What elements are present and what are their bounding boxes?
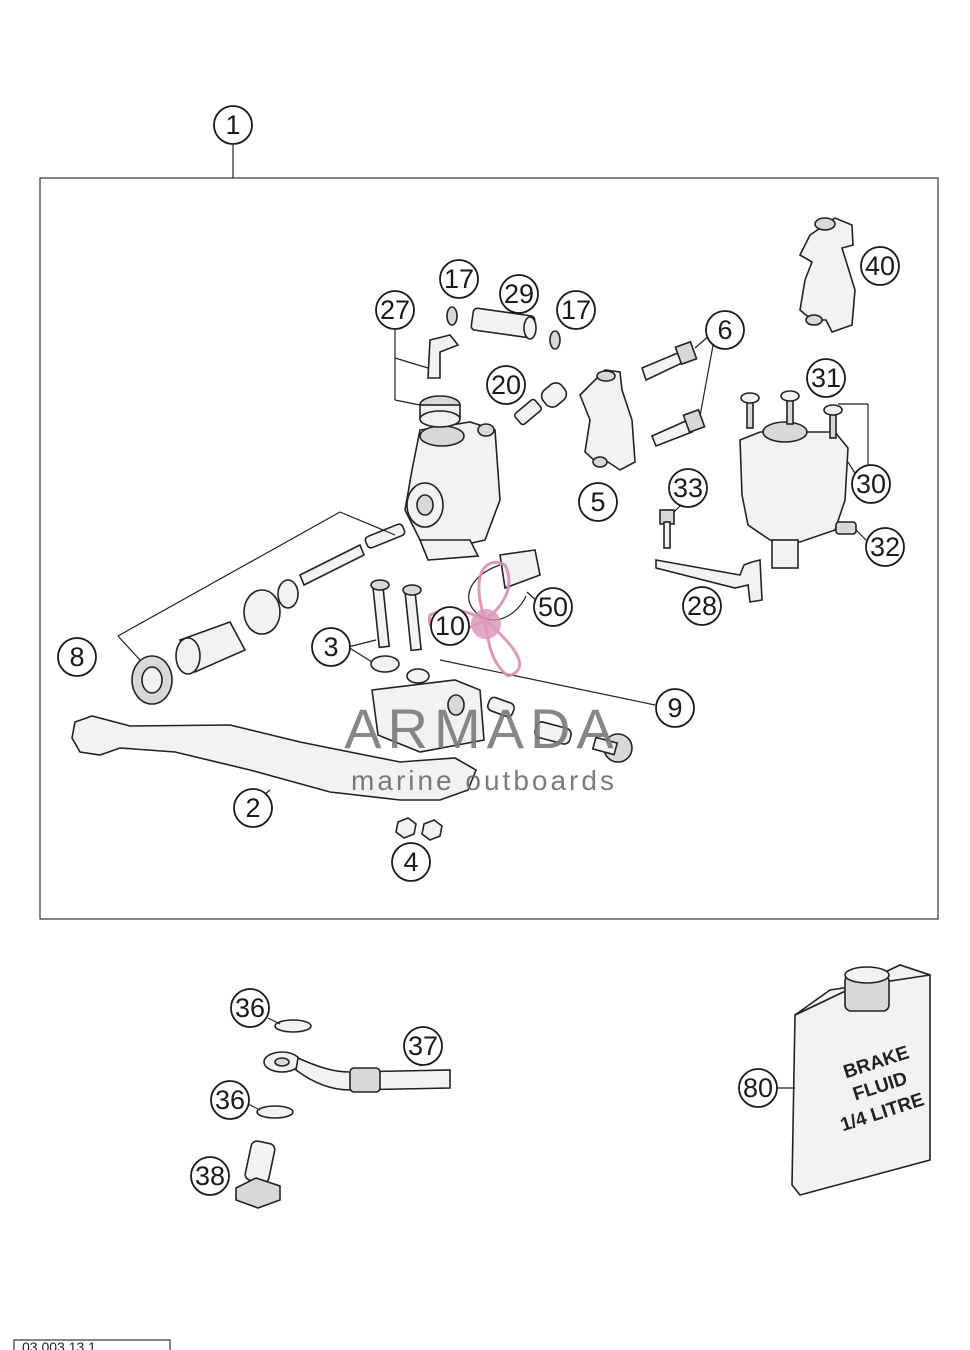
callout-40-label: 40 (865, 251, 895, 281)
master-cylinder-body-part (404, 421, 501, 561)
callout-9-label: 9 (667, 693, 682, 723)
callout-10: 10 (430, 606, 470, 646)
callout-10-label: 10 (435, 611, 465, 641)
adjuster-9-part (371, 659, 656, 763)
brake-fluid-can-80-part: BRAKE FLUID 1/4 LITRE (777, 964, 931, 1196)
banjo-bolt-38-part (235, 1140, 281, 1209)
callout-4-label: 4 (403, 847, 418, 877)
assembly-frame (39, 177, 939, 920)
callout-80: 80 (738, 1068, 778, 1108)
callout-3: 3 (311, 627, 351, 667)
callout-80-label: 80 (743, 1073, 773, 1103)
callout-9: 9 (655, 688, 695, 728)
callout-5-label: 5 (590, 487, 605, 517)
callout-38: 38 (190, 1156, 230, 1196)
callout-38-label: 38 (195, 1161, 225, 1191)
callout-32-label: 32 (870, 532, 900, 562)
callout-3-label: 3 (323, 632, 338, 662)
callout-6: 6 (705, 310, 745, 350)
callout-2: 2 (233, 788, 273, 828)
callout-17b: 17 (556, 290, 596, 330)
callout-31: 31 (806, 358, 846, 398)
callout-27: 27 (375, 290, 415, 330)
drawing-code-box (13, 1339, 171, 1350)
callout-27-label: 27 (380, 295, 410, 325)
screw-32-part (835, 521, 867, 541)
watermark-tagline: marine outboards (351, 765, 617, 796)
callout-17a-label: 17 (444, 264, 474, 294)
callout-36b-label: 36 (215, 1085, 245, 1115)
callout-28: 28 (682, 586, 722, 626)
callout-30-label: 30 (856, 469, 886, 499)
callout-33-label: 33 (673, 473, 703, 503)
callout-8: 8 (57, 637, 97, 677)
callout-36a-label: 36 (235, 993, 265, 1023)
callout-30: 30 (851, 464, 891, 504)
callout-29: 29 (499, 274, 539, 314)
callout-20: 20 (486, 365, 526, 405)
callout-50: 50 (533, 587, 573, 627)
drawing-code: 03.003.13.1 (22, 1339, 96, 1350)
callout-36a: 36 (230, 988, 270, 1028)
callout-2-label: 2 (245, 793, 260, 823)
callout-6-label: 6 (717, 315, 732, 345)
callout-50-label: 50 (538, 592, 568, 622)
bleeder-20-part (513, 382, 568, 426)
callout-33: 33 (668, 468, 708, 508)
armada-watermark: ARMADA marine outboards (344, 561, 620, 796)
callout-31-label: 31 (811, 363, 841, 393)
callout-17b-label: 17 (561, 295, 591, 325)
watermark-brand: ARMADA (344, 697, 620, 760)
cap-27-part (394, 330, 461, 428)
nuts-4-part (395, 817, 443, 841)
callout-32: 32 (865, 527, 905, 567)
clamp-40-part (798, 217, 856, 333)
callout-1-label: 1 (225, 110, 240, 140)
callout-36b: 36 (210, 1080, 250, 1120)
reservoir-30-part (739, 390, 869, 569)
piston-kit-8-part (117, 511, 406, 705)
clamp-5-part (579, 369, 636, 471)
callout-17a: 17 (439, 259, 479, 299)
callout-20-label: 20 (491, 370, 521, 400)
hose-29-part (446, 306, 561, 350)
callout-8-label: 8 (69, 642, 84, 672)
callout-28-label: 28 (687, 591, 717, 621)
callout-29-label: 29 (504, 279, 534, 309)
brake-line-37-part (247, 1017, 451, 1119)
callout-5: 5 (578, 482, 618, 522)
callout-40: 40 (860, 246, 900, 286)
callout-37: 37 (403, 1026, 443, 1066)
callout-37-label: 37 (408, 1031, 438, 1061)
bolts-6-part (641, 334, 715, 448)
callout-4: 4 (391, 842, 431, 882)
pins-3-part (347, 579, 430, 684)
callout-1: 1 (213, 105, 253, 145)
